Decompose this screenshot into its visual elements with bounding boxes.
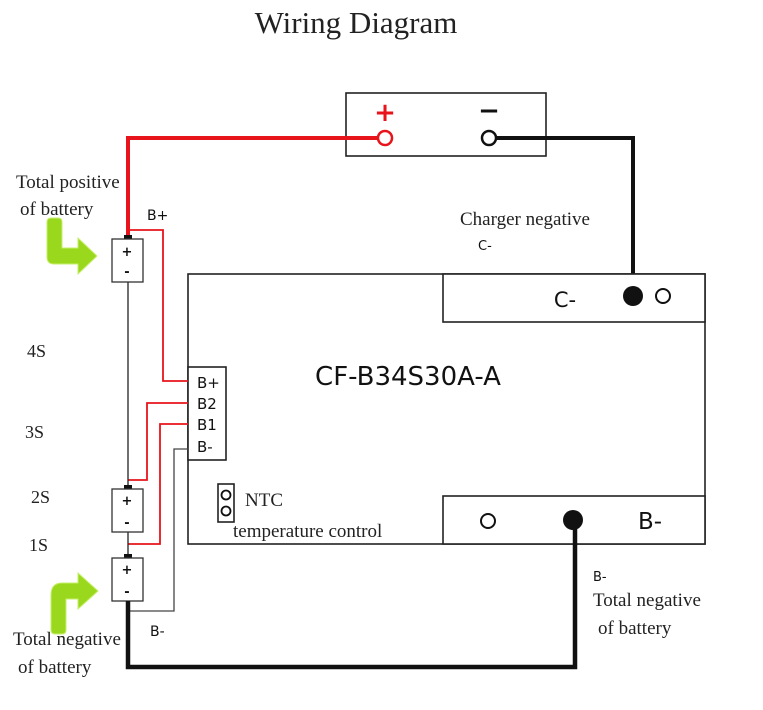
positive-arrow-icon <box>46 217 98 276</box>
balance-wire-b1 <box>128 423 188 545</box>
total-negative-right-line2: of battery <box>598 618 672 639</box>
b-minus-wire-label-left: B- <box>150 624 165 640</box>
series-label-3s: 3S <box>25 422 44 442</box>
cell-body <box>111 557 144 602</box>
series-label-1s: 1S <box>29 535 48 555</box>
battery-cell-bottom: + - <box>111 554 144 602</box>
bms-board: C- CF-B34S30A-A B- B+ B2 B1 B- NTC tempe… <box>187 273 706 545</box>
charger-box <box>345 92 547 157</box>
charger-positive-wire <box>126 136 378 238</box>
diagram-title: Wiring Diagram <box>255 5 458 40</box>
b-plus-wire-label: B+ <box>147 208 168 224</box>
b-minus-hole <box>480 513 496 529</box>
ntc-pin-2 <box>220 505 232 517</box>
balance-wire-b-plus <box>128 229 188 382</box>
series-label-2s: 2S <box>31 487 50 507</box>
charger-negative-wire <box>496 136 635 295</box>
cell-terminal <box>124 554 132 558</box>
balance-connector <box>187 366 227 461</box>
c-minus-pad-label: C- <box>554 288 576 312</box>
c-minus-wire-label: C- <box>478 239 492 254</box>
series-label-4s: 4S <box>27 341 46 361</box>
cell-plus: + <box>122 494 133 509</box>
board-model: CF-B34S30A-A <box>315 362 501 392</box>
connector-pin-b-plus: B+ <box>197 374 220 392</box>
cell-plus: + <box>122 563 133 578</box>
cell-body <box>111 488 144 533</box>
charger-positive-terminal <box>376 129 394 147</box>
balance-wire-b-minus <box>128 448 188 612</box>
total-positive-label-line1: Total positive <box>16 172 120 193</box>
connector-pin-b2: B2 <box>197 395 217 413</box>
c-minus-hole <box>655 288 671 304</box>
b-minus-pad-label: B- <box>638 509 662 535</box>
cell-terminal <box>124 235 132 239</box>
charger-negative-terminal <box>480 129 498 147</box>
total-negative-wire <box>125 520 578 670</box>
cell-minus: - <box>124 585 129 600</box>
cell-minus: - <box>124 265 129 280</box>
ntc-description: temperature control <box>233 521 382 542</box>
charger-negative-symbol: − <box>478 96 500 126</box>
battery-cell-middle: + - <box>111 485 144 533</box>
ntc-pin-1 <box>220 489 232 501</box>
total-negative-right-line1: Total negative <box>593 590 701 611</box>
connector-pin-b1: B1 <box>197 416 217 434</box>
battery-cell-top: + - <box>111 235 144 283</box>
cell-plus: + <box>122 245 133 260</box>
b-minus-wire-label-right: B- <box>593 570 607 585</box>
total-positive-label-line2: of battery <box>20 199 94 220</box>
charger-positive-symbol: + <box>374 98 396 128</box>
cell-body <box>111 238 144 283</box>
ntc-label: NTC <box>245 490 283 511</box>
negative-arrow-icon <box>50 571 99 635</box>
cell-terminal <box>124 485 132 489</box>
total-negative-left-line1: Total negative <box>13 629 121 650</box>
balance-wire-b2 <box>128 402 188 481</box>
cell-minus: - <box>124 516 129 531</box>
charger: + − <box>345 92 547 157</box>
total-negative-left-line2: of battery <box>18 657 92 678</box>
c-minus-solder-point <box>623 286 643 306</box>
charger-negative-label: Charger negative <box>460 209 590 230</box>
connector-pin-b-minus: B- <box>197 438 213 456</box>
